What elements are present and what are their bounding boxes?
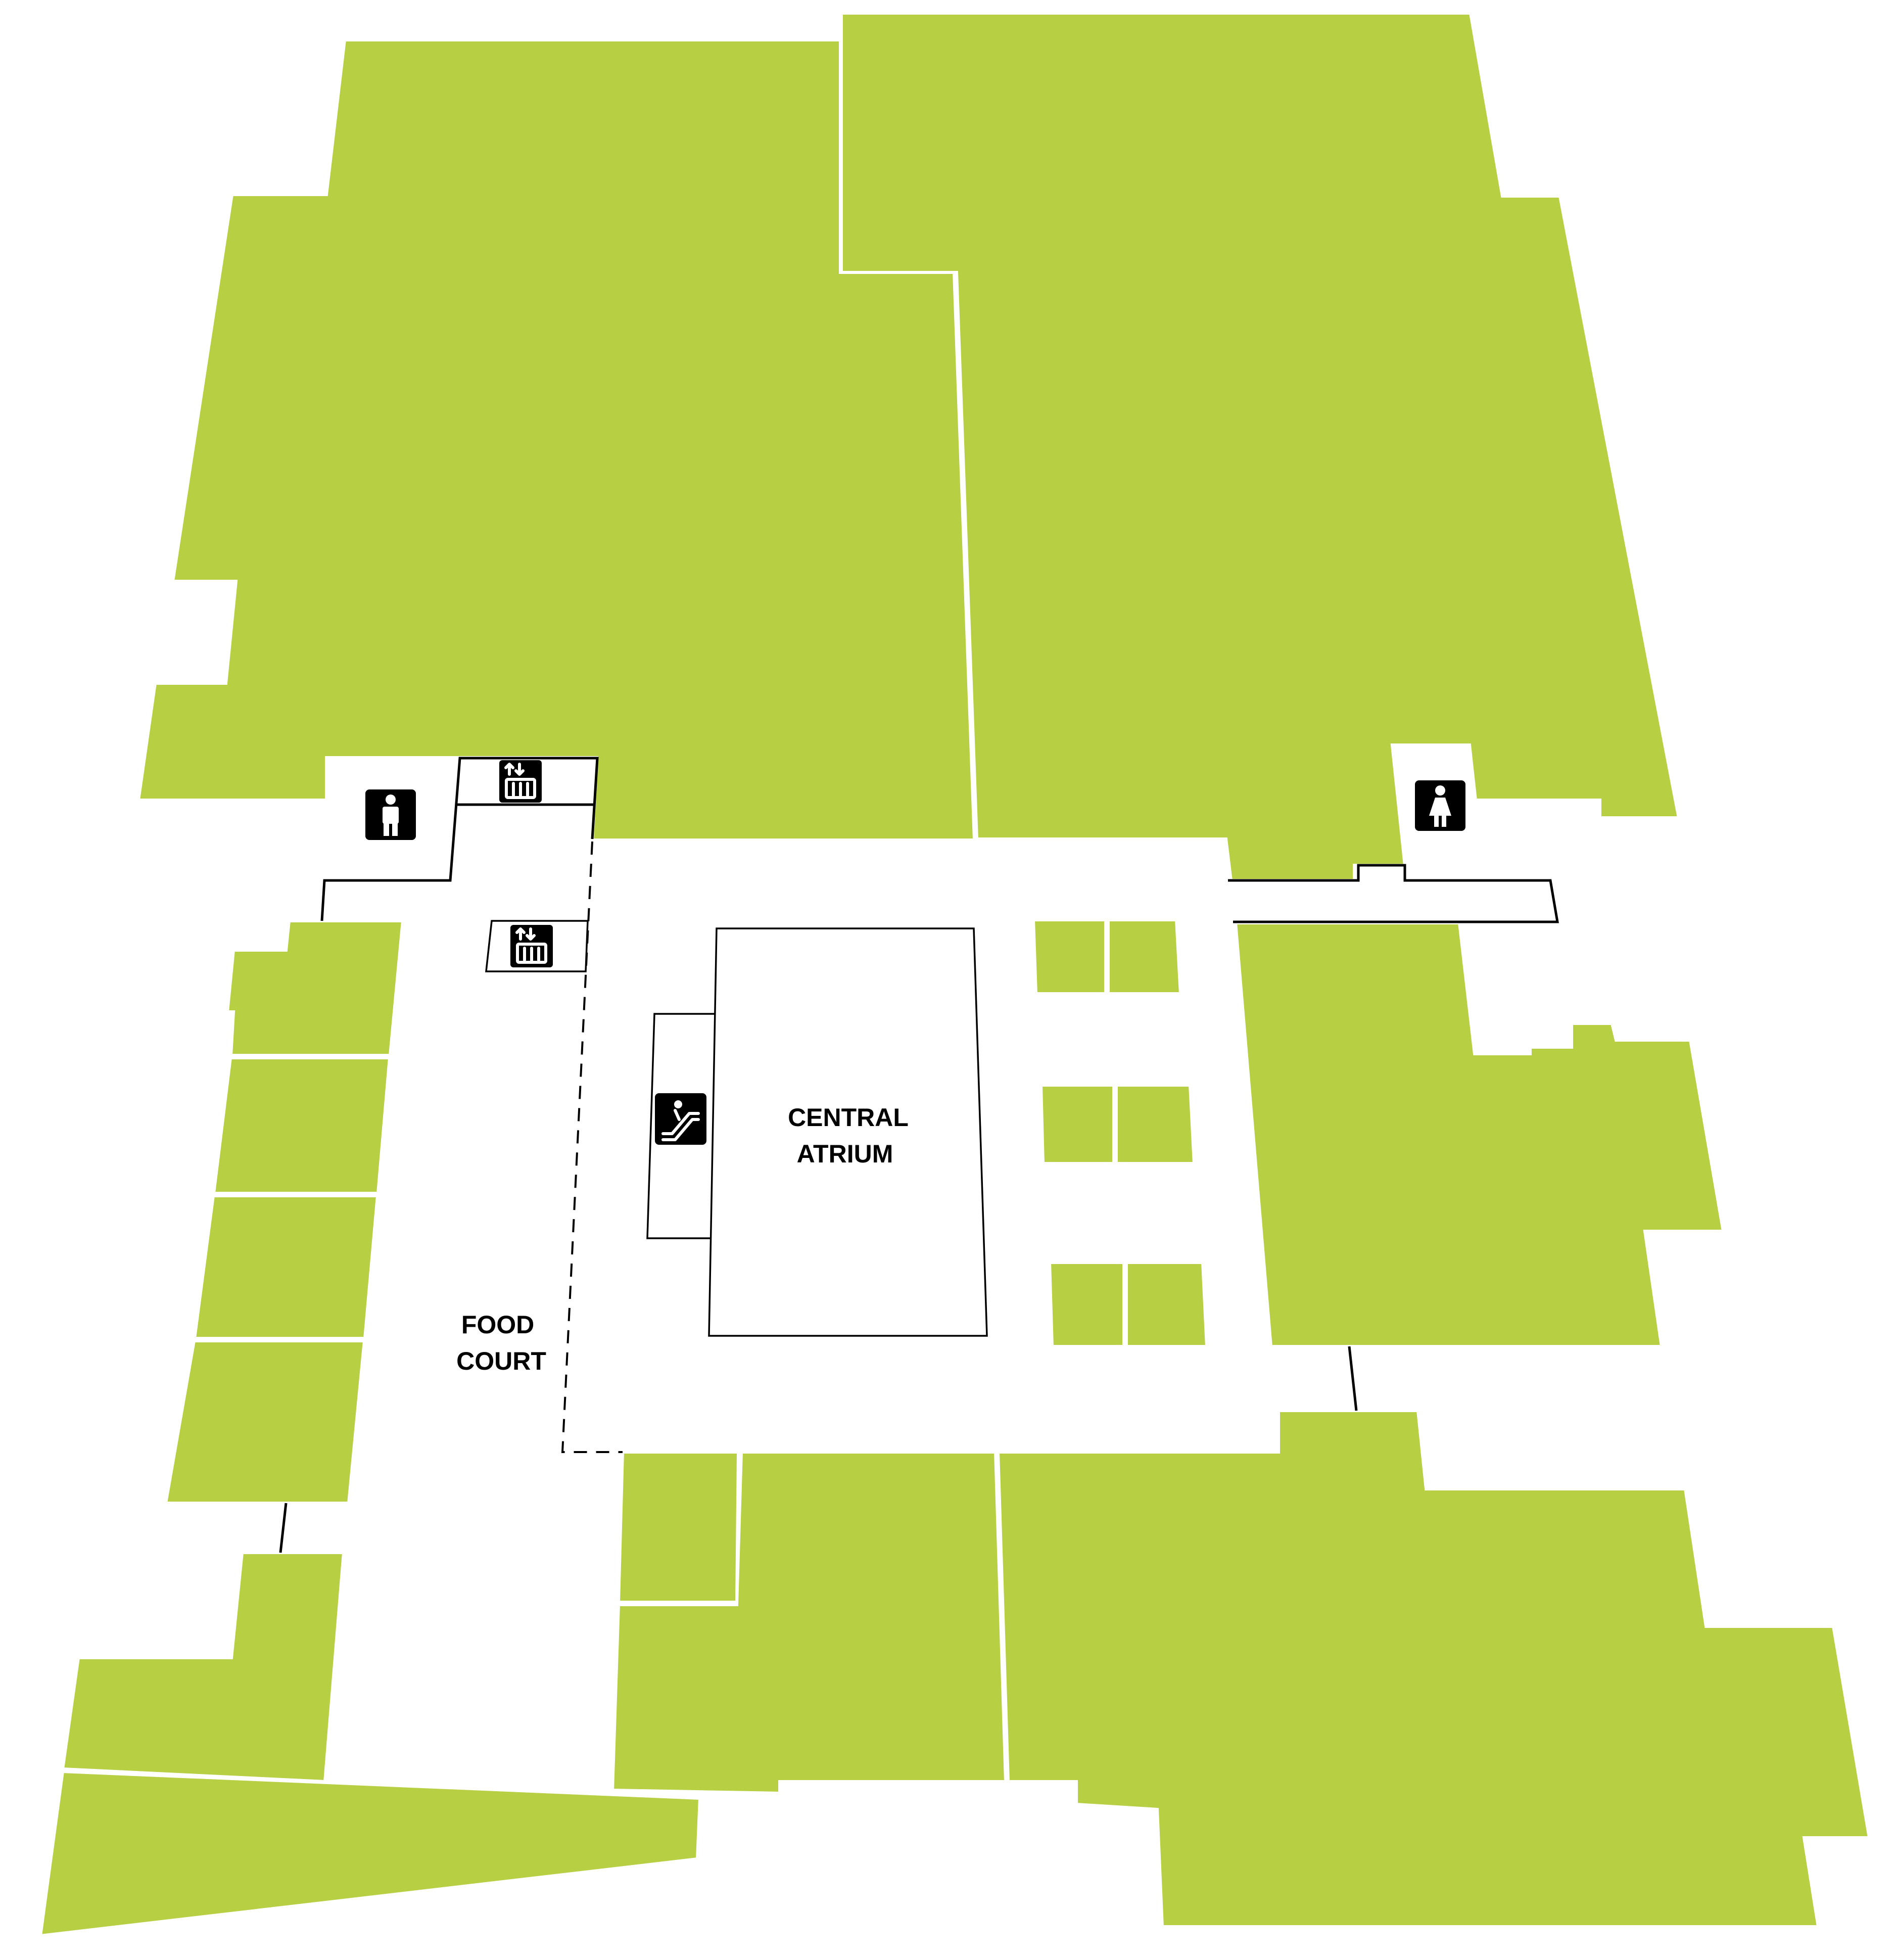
store-unit-east[interactable] xyxy=(1234,921,1725,1348)
corridor-lines xyxy=(279,757,1559,1553)
store-unit-southeast-large[interactable] xyxy=(996,1409,1871,1928)
kiosk-4[interactable] xyxy=(1115,1084,1196,1165)
food-court-label: FOOD COURT xyxy=(456,1311,546,1375)
elevator-icon xyxy=(510,925,553,967)
stores-east xyxy=(1234,921,1725,1348)
west-corridor-wall xyxy=(320,757,599,921)
kiosk-2[interactable] xyxy=(1107,918,1182,995)
central-atrium-void xyxy=(708,927,988,1337)
elevator-icon xyxy=(499,760,542,803)
store-unit-south-center[interactable] xyxy=(610,1451,1008,1795)
store-unit-west-2[interactable] xyxy=(212,1056,392,1195)
kiosk-6[interactable] xyxy=(1125,1261,1209,1348)
stores-south xyxy=(610,1409,1871,1928)
store-unit-west-3[interactable] xyxy=(193,1194,380,1340)
store-unit-west-6[interactable] xyxy=(38,1769,702,1938)
escalator-icon xyxy=(655,1093,706,1145)
food-court-boundary xyxy=(561,841,623,1453)
kiosks xyxy=(1031,918,1209,1348)
east-corridor-wall xyxy=(1228,864,1559,923)
kiosk-1[interactable] xyxy=(1031,918,1107,995)
stores-north xyxy=(136,12,1681,882)
central-atrium-label: CENTRAL ATRIUM xyxy=(788,1103,915,1168)
southwest-connector-line xyxy=(279,1503,288,1553)
store-unit-west-4[interactable] xyxy=(164,1339,366,1505)
kiosk-5[interactable] xyxy=(1048,1261,1125,1348)
store-unit-south-small[interactable] xyxy=(617,1451,740,1604)
store-unit-west-5[interactable] xyxy=(61,1551,346,1784)
southeast-connector-line xyxy=(1348,1346,1358,1411)
store-unit-northeast[interactable] xyxy=(840,12,1681,882)
male-restroom-icon xyxy=(365,789,416,840)
stores-west xyxy=(38,919,702,1938)
store-unit-west-1[interactable] xyxy=(225,919,405,1057)
female-restroom-icon xyxy=(1415,780,1465,831)
kiosk-3[interactable] xyxy=(1039,1084,1115,1165)
